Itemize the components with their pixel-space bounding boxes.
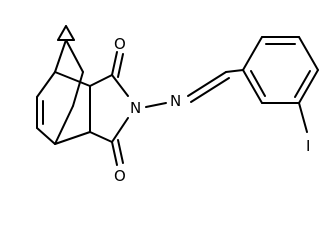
- imide-ring: [89, 51, 129, 166]
- chemical-structure-diagram: O O N N I: [36, 25, 319, 185]
- nitrogen-imide-label: N: [130, 99, 141, 117]
- molecule-svg: O O N N I: [36, 25, 319, 185]
- benzene-ring: [242, 36, 319, 133]
- bridge-bonds: [54, 39, 84, 73]
- oxygen-top-label: O: [114, 35, 126, 53]
- hydrazone-linker: [145, 69, 244, 108]
- iodine-label: I: [306, 137, 310, 155]
- cyclopropane-ring: [57, 25, 75, 41]
- nitrogen-imine-label: N: [170, 92, 181, 110]
- oxygen-bottom-label: O: [114, 167, 126, 185]
- bicyclic-ring: [36, 71, 91, 145]
